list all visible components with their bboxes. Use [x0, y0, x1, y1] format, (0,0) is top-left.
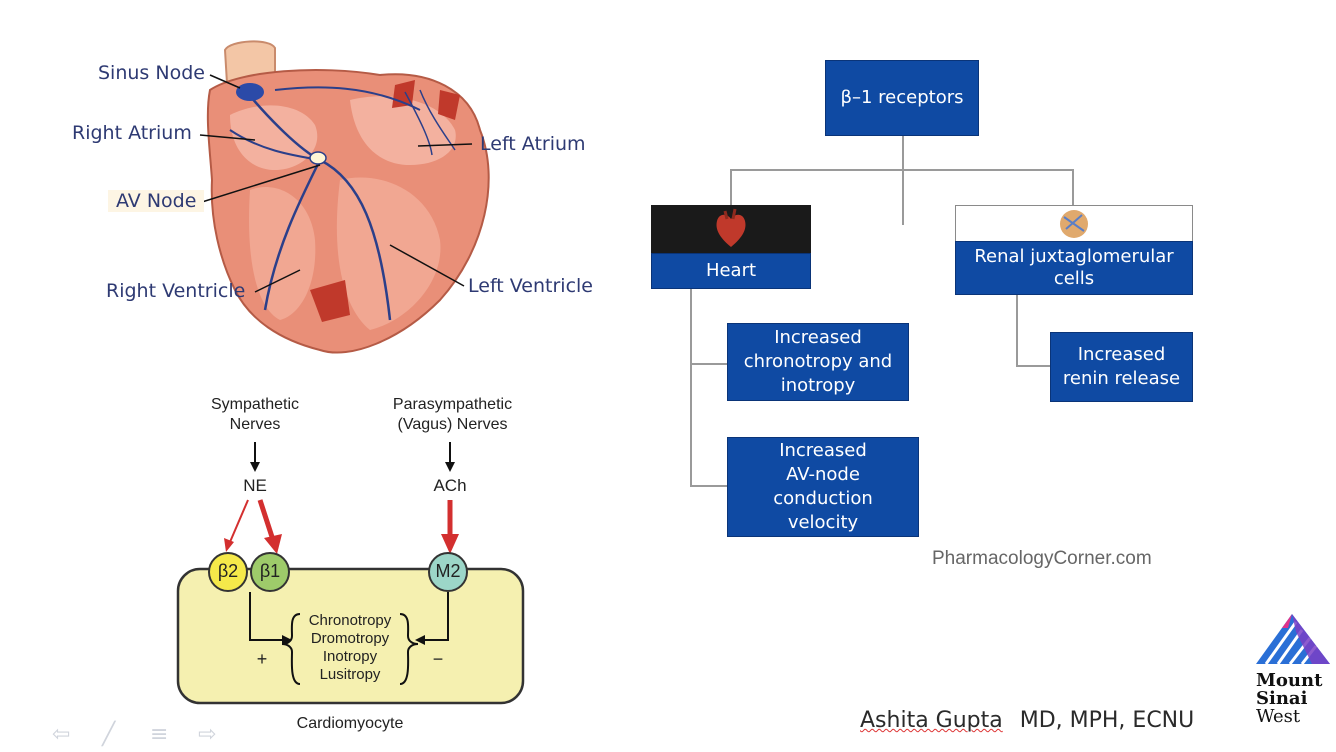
- effect-lusitropy: Lusitropy: [319, 666, 381, 683]
- slide-nav-controls: ⇦ ╱ ≡ ⇨: [52, 722, 232, 748]
- logo-line-mount: Mount: [1256, 670, 1323, 691]
- source-credit: PharmacologyCorner.com: [932, 548, 1152, 569]
- parasympathetic-line-2: (Vagus) Nerves: [397, 416, 508, 433]
- beta1-receptors-box: β–1 receptors: [825, 60, 979, 136]
- heart-box: Heart: [651, 253, 811, 289]
- sympathetic-label: Sympathetic Nerves: [190, 395, 320, 435]
- sympathetic-line-2: Nerves: [229, 416, 281, 433]
- author-name: Ashita Gupta: [860, 708, 1003, 733]
- av-conduction-line-2: AV-node: [786, 464, 860, 485]
- renin-box: Increased renin release: [1050, 332, 1193, 402]
- heart-icon: [716, 208, 746, 247]
- effect-chronotropy: Chronotropy: [308, 612, 392, 629]
- sympathetic-line-1: Sympathetic: [210, 396, 300, 413]
- renal-box-line-1: Renal juxtaglomerular: [974, 246, 1174, 267]
- cardiomyocyte-label: Cardiomyocyte: [296, 715, 404, 732]
- connector-renal-branch: [1016, 365, 1050, 367]
- next-slide-icon[interactable]: ⇨: [198, 722, 217, 747]
- ach-label: ACh: [433, 476, 467, 495]
- author-credentials: MD, MPH, ECNU: [1019, 708, 1195, 733]
- autonomic-diagram: Sympathetic Nerves Parasympathetic (Vagu…: [160, 392, 540, 742]
- renin-line-2: renin release: [1062, 368, 1181, 389]
- effects-list: Chronotropy Dromotropy Inotropy Lusitrop…: [300, 612, 400, 684]
- heart-node: Heart: [651, 205, 811, 289]
- presenter-credit: Ashita Gupta MD, MPH, ECNU: [860, 708, 1194, 733]
- av-conduction-line-1: Increased: [779, 440, 867, 461]
- chronotropy-line-2: chronotropy and: [743, 351, 893, 372]
- autonomic-diagram-graphics: [176, 442, 525, 705]
- beta1-flowchart: β–1 receptors Heart Renal juxtaglomerula…: [640, 55, 1220, 595]
- label-av-node: AV Node: [108, 190, 205, 212]
- connector-left-drop: [730, 169, 732, 207]
- label-right-atrium: Right Atrium: [72, 122, 192, 144]
- renal-box-line-2: cells: [1053, 268, 1095, 289]
- renin-line-1: Increased: [1077, 344, 1166, 365]
- connector-horizontal: [730, 169, 1074, 171]
- minus-sign: −: [432, 649, 444, 669]
- heart-anatomy-figure: Sinus Node Right Atrium AV Node Right Ve…: [60, 30, 620, 380]
- plus-sign: +: [256, 649, 268, 669]
- mount-sinai-logo: Mount Sinai West: [1252, 612, 1334, 748]
- chronotropy-line-1: Increased: [774, 327, 862, 348]
- beta1-receptor: β1: [259, 561, 281, 581]
- m2-receptor: M2: [435, 561, 461, 581]
- kidney-thumbnail: [955, 205, 1193, 242]
- connector-root-down: [902, 135, 904, 225]
- label-right-ventricle: Right Ventricle: [106, 280, 246, 302]
- kidney-icon: [1060, 210, 1088, 238]
- av-conduction-line-4: velocity: [787, 512, 859, 533]
- label-left-atrium: Left Atrium: [480, 133, 586, 155]
- heart-illustration: [199, 40, 490, 354]
- av-conduction-box: Increased AV-node conduction velocity: [727, 437, 919, 537]
- connector-heart-branch-1: [690, 363, 728, 365]
- chronotropy-line-3: inotropy: [780, 375, 856, 396]
- connector-renal-trunk: [1016, 295, 1018, 365]
- chronotropy-box: Increased chronotropy and inotropy: [727, 323, 909, 401]
- menu-icon[interactable]: ≡: [150, 722, 169, 747]
- heart-thumbnail: [651, 205, 811, 253]
- label-sinus-node: Sinus Node: [98, 62, 205, 84]
- connector-heart-branch-2: [690, 485, 728, 487]
- heart-box-text: Heart: [705, 260, 757, 281]
- connector-right-drop: [1072, 169, 1074, 207]
- av-conduction-line-3: conduction: [773, 488, 873, 509]
- logo-text: Mount Sinai West: [1256, 672, 1322, 726]
- pen-icon[interactable]: ╱: [102, 722, 116, 747]
- logo-line-sinai: Sinai: [1256, 688, 1308, 709]
- mount-sinai-mountain-icon: [1256, 614, 1330, 665]
- beta2-receptor: β2: [217, 561, 239, 581]
- renal-box: Renal juxtaglomerular cells: [955, 241, 1193, 295]
- parasympathetic-line-1: Parasympathetic: [392, 396, 513, 413]
- label-left-ventricle: Left Ventricle: [468, 275, 593, 297]
- effect-dromotropy: Dromotropy: [310, 630, 390, 647]
- parasympathetic-label: Parasympathetic (Vagus) Nerves: [370, 395, 535, 435]
- logo-line-west: West: [1256, 706, 1301, 727]
- effect-inotropy: Inotropy: [322, 648, 378, 665]
- previous-slide-icon[interactable]: ⇦: [52, 722, 71, 747]
- connector-heart-trunk: [690, 289, 692, 485]
- beta1-receptors-text: β–1 receptors: [840, 87, 964, 108]
- ne-label: NE: [243, 476, 267, 495]
- renal-node: Renal juxtaglomerular cells: [955, 205, 1193, 295]
